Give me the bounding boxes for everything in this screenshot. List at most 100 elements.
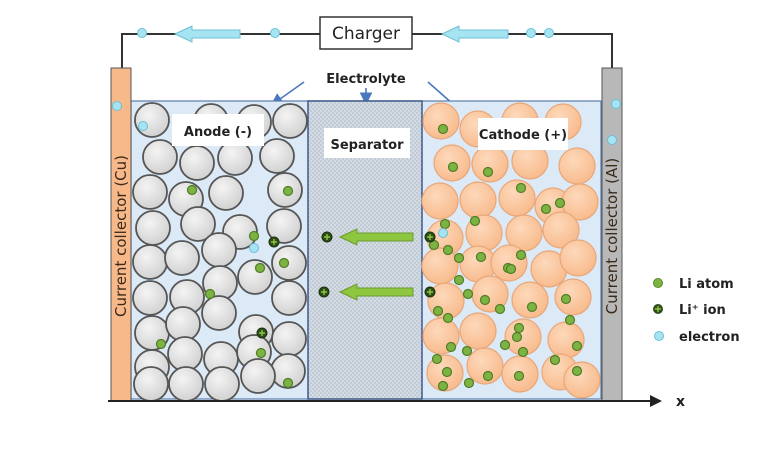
li-atom: [441, 366, 453, 378]
anode-particle: [165, 306, 201, 342]
li-atom-icon: [653, 278, 663, 288]
plus-icon: [324, 234, 330, 240]
anode-particle: [204, 366, 240, 402]
li-atom: [282, 185, 294, 197]
cathode-particle: [422, 102, 460, 140]
wire-electrons: [137, 28, 554, 38]
li-atom: [447, 161, 459, 173]
legend-item-electron: electron: [654, 330, 740, 345]
anode-particle: [259, 138, 295, 174]
cathode-particle: [558, 147, 596, 185]
anode-particle: [133, 366, 169, 402]
cathode-label: Cathode (+): [479, 128, 567, 143]
li-atom: [469, 215, 481, 227]
anode-particle: [179, 145, 215, 181]
anode-particle: [132, 174, 168, 210]
anode-label: Anode (-): [184, 125, 252, 140]
li-atom: [282, 377, 294, 389]
anode-label-box: Anode (-): [172, 114, 264, 146]
collector-al-label: Current collector (Al): [603, 158, 621, 314]
li-atom: [442, 312, 454, 324]
anode-particle: [208, 175, 244, 211]
li-atom: [571, 365, 583, 377]
electron-flow-arrow-left: [173, 25, 241, 43]
anode-particle: [240, 358, 276, 394]
li-atom: [479, 294, 491, 306]
svg-text:Li⁺ ion: Li⁺ ion: [679, 303, 726, 318]
anode-particle: [132, 244, 168, 280]
current-collector-al: Current collector (Al): [601, 67, 623, 402]
cathode-particle: [547, 321, 585, 359]
anode-particle: [168, 366, 204, 402]
electron: [611, 99, 621, 109]
li-atom: [513, 322, 525, 334]
li-atom: [511, 331, 523, 343]
electron-flow-arrow-right: [440, 25, 509, 43]
anode-particle: [217, 140, 253, 176]
li-atom: [560, 293, 572, 305]
li-ions: [256, 231, 436, 339]
svg-text:electron: electron: [679, 330, 740, 345]
li-atom: [554, 197, 566, 209]
li-atom: [463, 377, 475, 389]
li-atom: [453, 274, 465, 286]
legend-item-li-ion: Li⁺ ion: [653, 303, 726, 318]
cathode-particle: [459, 181, 497, 219]
anode-particle: [271, 321, 307, 357]
li-atom: [461, 345, 473, 357]
li-atom: [564, 314, 576, 326]
cathode-particle: [559, 239, 597, 277]
cathode-particle: [542, 211, 580, 249]
li-atom: [515, 182, 527, 194]
charger-box: Charger: [319, 16, 413, 50]
li-atom: [513, 370, 525, 382]
electron: [249, 243, 259, 253]
legend: Li atom Li⁺ ion electron: [653, 277, 740, 345]
li-atom: [526, 301, 538, 313]
anode-particle: [135, 210, 171, 246]
electron-icon: [654, 331, 664, 341]
plus-icon: [259, 330, 265, 336]
charger-label: Charger: [332, 24, 400, 44]
separator: Separator: [307, 100, 423, 400]
x-axis: x: [108, 394, 685, 410]
li-atom: [494, 303, 506, 315]
cathode-particle: [563, 361, 601, 399]
li-atom: [540, 203, 552, 215]
anode-particle: [180, 206, 216, 242]
cathode-particle: [459, 312, 497, 350]
cathode-particle: [421, 247, 459, 285]
anode-particle: [237, 259, 273, 295]
li-atom: [204, 288, 216, 300]
li-atom: [155, 338, 167, 350]
ion-flow-arrow-upper: [338, 228, 414, 246]
li-atom: [499, 339, 511, 351]
li-atom: [505, 263, 517, 275]
collector-cu-label: Current collector (Cu): [112, 155, 130, 317]
li-atom: [432, 305, 444, 317]
anode-particle: [167, 336, 203, 372]
legend-item-li-atom: Li atom: [653, 277, 734, 292]
li-atom: [431, 353, 443, 365]
anode-particle: [266, 208, 302, 244]
anode-particles: [132, 102, 308, 402]
anode-particle: [142, 139, 178, 175]
li-atom: [437, 380, 449, 392]
anode-particle: [132, 280, 168, 316]
li-atom: [186, 184, 198, 196]
current-collector-cu: Current collector (Cu): [110, 67, 132, 402]
anode-particle: [201, 295, 237, 331]
li-atom: [462, 288, 474, 300]
li-atom: [255, 347, 267, 359]
li-atom: [482, 370, 494, 382]
separator-label: Separator: [331, 138, 405, 153]
anode-particle: [271, 280, 307, 316]
li-atom: [549, 354, 561, 366]
electron: [438, 228, 448, 238]
plus-icon: [271, 239, 277, 245]
anode-particle: [201, 232, 237, 268]
li-atom: [515, 249, 527, 261]
li-atom: [439, 218, 451, 230]
ion-flow-arrow-lower: [338, 283, 414, 301]
